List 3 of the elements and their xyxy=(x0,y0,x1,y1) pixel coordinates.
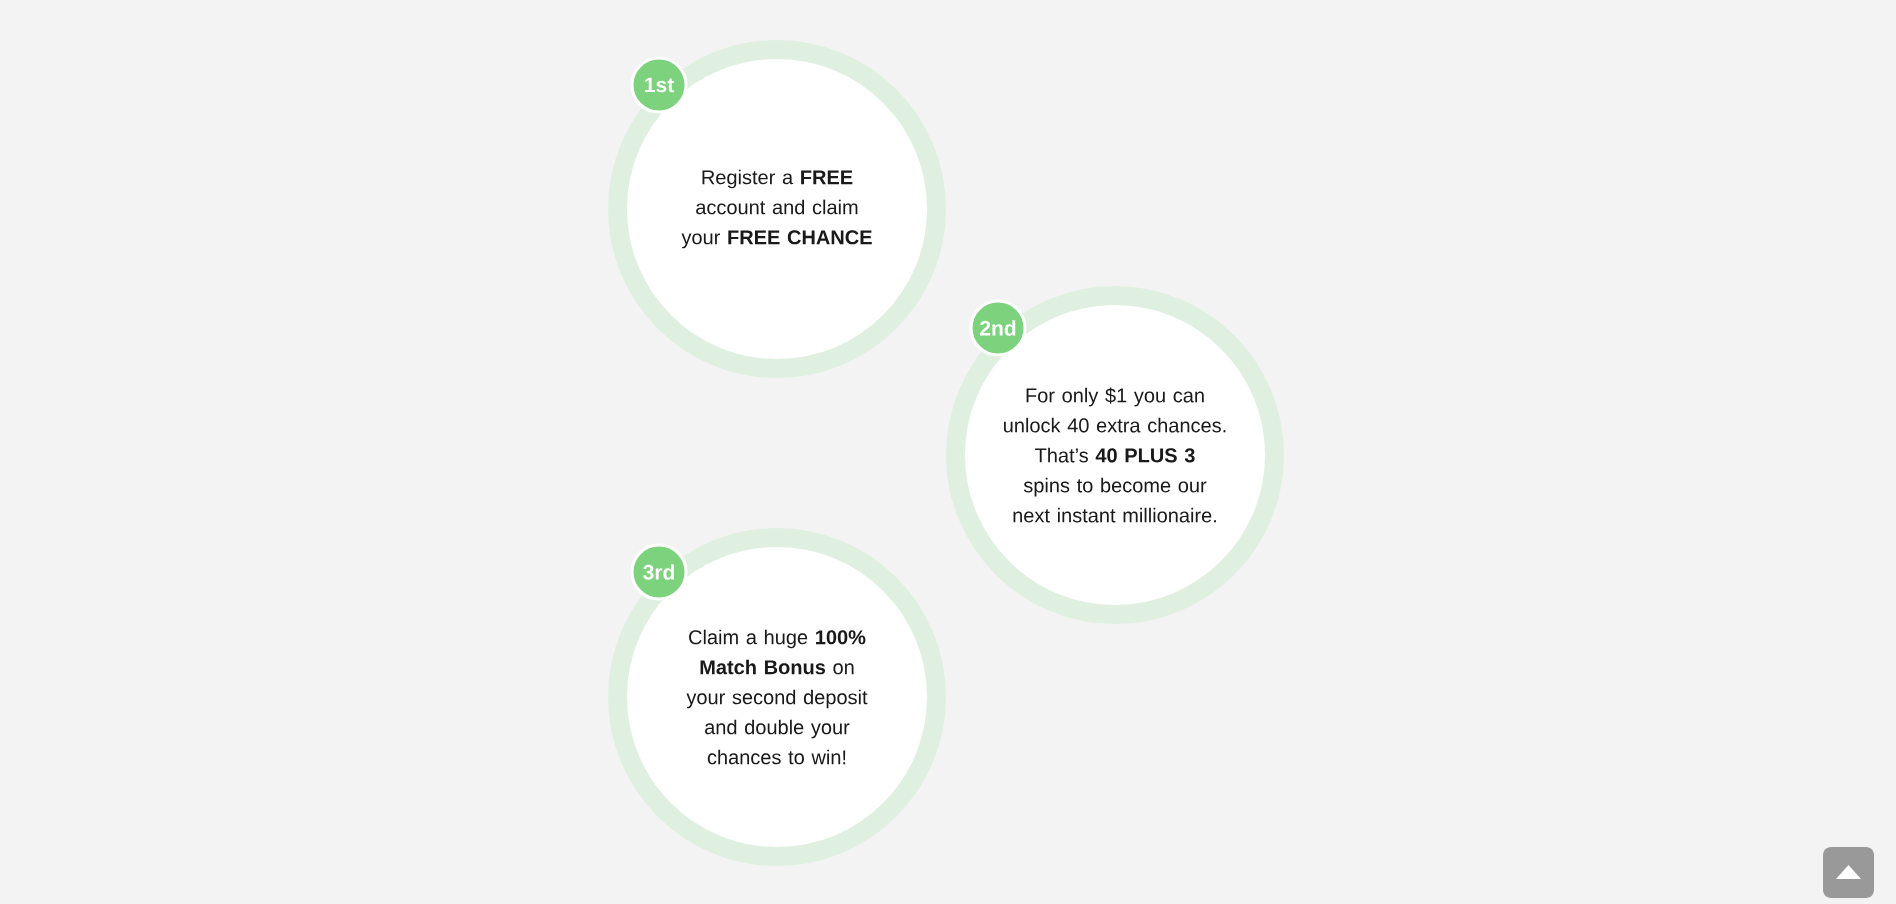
step-badge: 2nd xyxy=(969,299,1027,357)
step-badge: 3rd xyxy=(630,543,688,601)
step-badge: 1st xyxy=(630,56,688,114)
